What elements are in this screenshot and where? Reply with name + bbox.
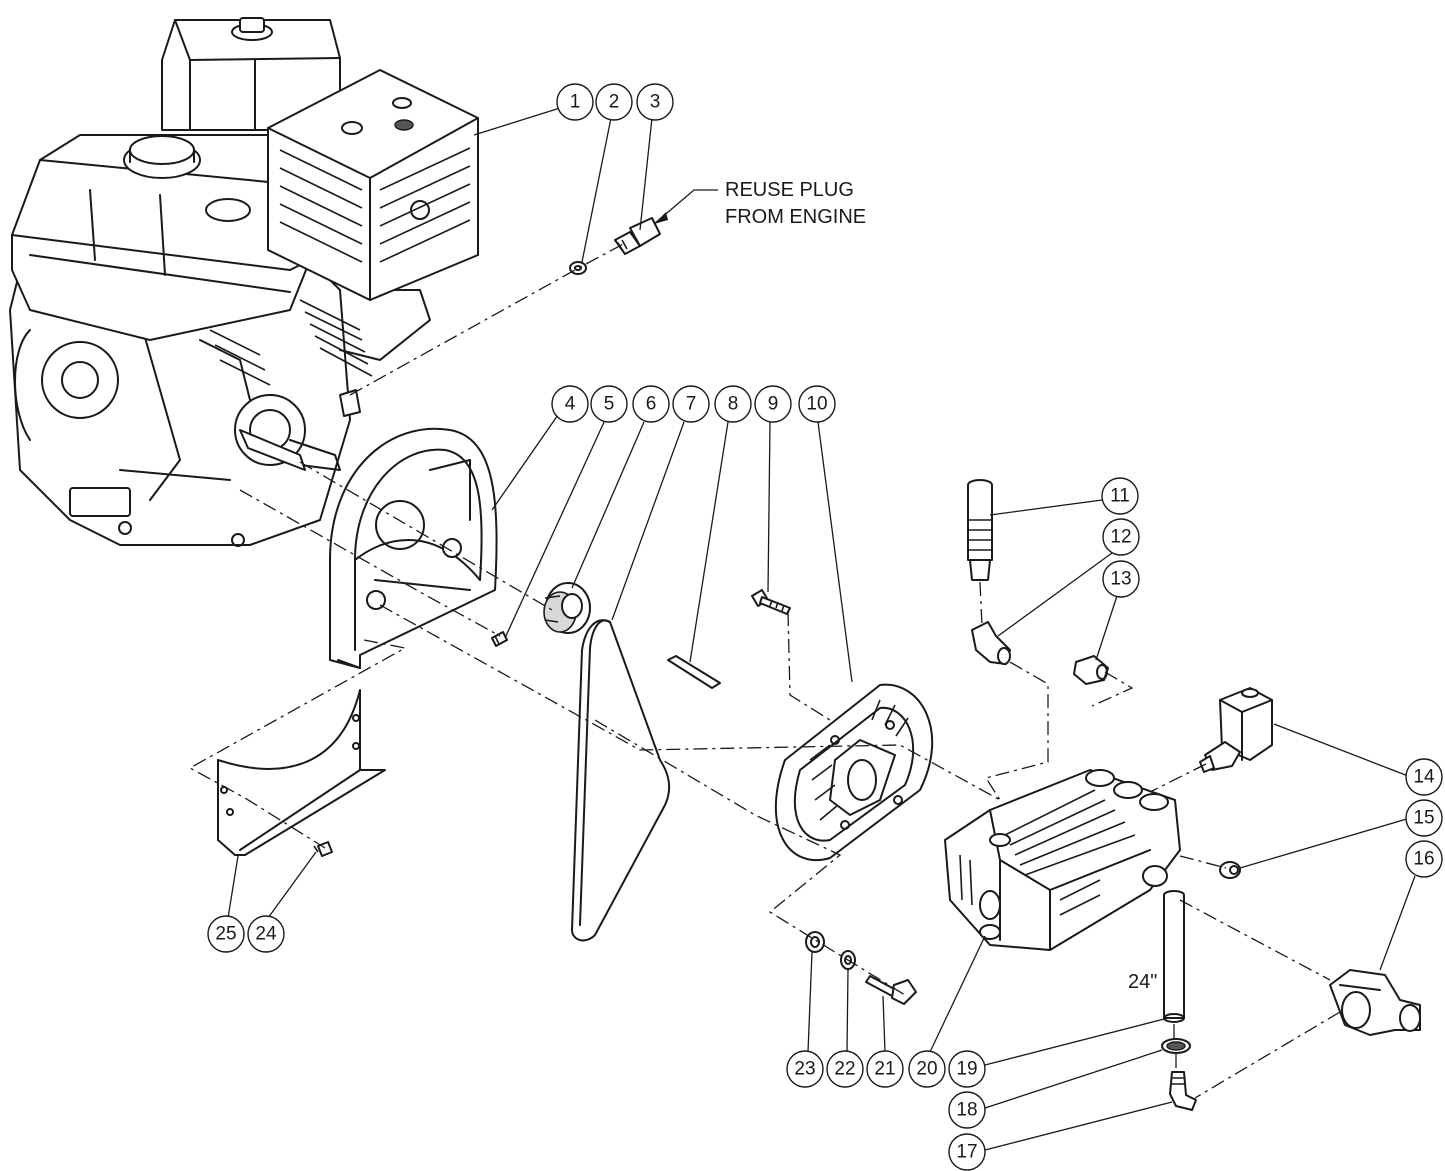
callout-18: 18 xyxy=(948,1091,986,1129)
callout-8: 8 xyxy=(714,385,752,423)
part-4-belt-guard xyxy=(329,427,498,669)
svg-text:23: 23 xyxy=(794,1059,815,1080)
callout-25: 25 xyxy=(207,915,245,953)
svg-text:9: 9 xyxy=(768,394,779,415)
engine xyxy=(9,17,479,547)
callout-21: 21 xyxy=(866,1050,904,1088)
part-17-barb-elbow xyxy=(1169,1071,1197,1111)
part-9-bolt xyxy=(751,589,791,615)
svg-text:22: 22 xyxy=(834,1059,855,1080)
svg-text:17: 17 xyxy=(956,1142,977,1163)
callout-3: 3 xyxy=(636,83,674,121)
part-16-filter xyxy=(1329,969,1421,1036)
svg-text:15: 15 xyxy=(1413,808,1434,829)
svg-text:20: 20 xyxy=(916,1059,937,1080)
part-12-elbow xyxy=(971,621,1011,665)
svg-text:4: 4 xyxy=(565,394,576,415)
callout-7: 7 xyxy=(672,385,710,423)
part-8-key xyxy=(667,655,721,689)
svg-text:1: 1 xyxy=(570,92,581,113)
part-23-flat-washer xyxy=(805,931,825,953)
callout-17: 17 xyxy=(948,1133,986,1171)
leader-lines xyxy=(227,107,1416,1151)
part-21-bolt xyxy=(865,975,917,1005)
callout-2: 2 xyxy=(595,83,633,121)
svg-text:18: 18 xyxy=(956,1100,977,1121)
callout-4: 4 xyxy=(551,385,589,423)
part-24-screw xyxy=(313,841,333,857)
note-line-1: REUSE PLUG xyxy=(725,179,854,201)
callout-6: 6 xyxy=(632,385,670,423)
callout-15: 15 xyxy=(1405,799,1443,837)
callout-22: 22 xyxy=(826,1050,864,1088)
callout-23: 23 xyxy=(786,1050,824,1088)
callout-1: 1 xyxy=(556,83,594,121)
svg-text:16: 16 xyxy=(1413,849,1434,870)
callout-10: 10 xyxy=(798,385,836,423)
svg-text:25: 25 xyxy=(215,924,236,945)
svg-text:11: 11 xyxy=(1110,486,1130,507)
part-5-screw xyxy=(491,631,508,647)
part-6-pulley xyxy=(543,582,591,634)
part-19-hose xyxy=(1163,890,1185,1023)
part-3-plug-adapter xyxy=(614,217,661,255)
callouts: 1 2 3 4 5 6 7 8 9 10 11 12 13 14 15 16 1… xyxy=(207,83,1443,1171)
part-15-plug xyxy=(1219,861,1241,879)
callout-20: 20 xyxy=(908,1050,946,1088)
part-13-fitting xyxy=(1073,655,1109,685)
svg-text:2: 2 xyxy=(609,92,620,113)
svg-text:24: 24 xyxy=(255,924,277,945)
centerlines xyxy=(188,242,1341,1099)
callout-5: 5 xyxy=(590,385,628,423)
callout-19: 19 xyxy=(948,1050,986,1088)
part-18-clamp xyxy=(1161,1038,1191,1054)
part-20-pump xyxy=(944,769,1181,951)
part-11-nipple xyxy=(967,479,993,581)
svg-text:12: 12 xyxy=(1110,527,1131,548)
callout-12: 12 xyxy=(1102,518,1140,556)
part-10-pump-flange xyxy=(774,683,934,861)
note-reuse-plug: REUSE PLUG FROM ENGINE xyxy=(653,179,866,228)
svg-text:7: 7 xyxy=(686,394,697,415)
hose-length-label: 24" xyxy=(1128,971,1157,993)
svg-text:8: 8 xyxy=(728,394,739,415)
callout-13: 13 xyxy=(1102,560,1140,598)
callout-14: 14 xyxy=(1405,758,1443,796)
svg-text:6: 6 xyxy=(646,394,657,415)
note-line-2: FROM ENGINE xyxy=(725,206,866,228)
svg-text:13: 13 xyxy=(1110,569,1131,590)
svg-text:10: 10 xyxy=(806,394,827,415)
svg-text:21: 21 xyxy=(874,1059,895,1080)
callout-11: 11 xyxy=(1101,477,1139,515)
part-25-bracket xyxy=(217,689,386,856)
svg-text:14: 14 xyxy=(1413,767,1435,788)
callout-24: 24 xyxy=(247,915,285,953)
svg-text:3: 3 xyxy=(650,92,661,113)
svg-text:5: 5 xyxy=(604,394,615,415)
callout-16: 16 xyxy=(1405,840,1443,878)
part-7-v-belt xyxy=(571,619,671,942)
svg-text:19: 19 xyxy=(956,1059,977,1080)
callout-9: 9 xyxy=(754,385,792,423)
part-2-washer xyxy=(569,261,587,275)
part-14-unloader xyxy=(1199,687,1273,773)
